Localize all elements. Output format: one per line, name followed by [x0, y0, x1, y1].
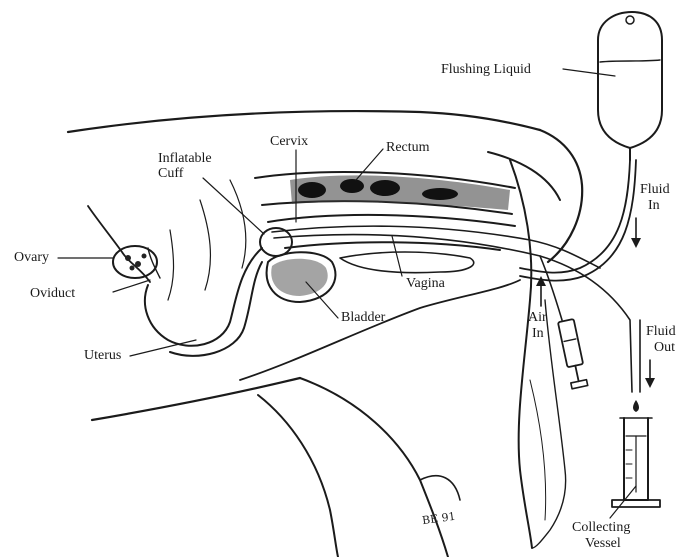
leader-flushing	[563, 69, 615, 76]
label-fluid-in: Fluid	[640, 182, 670, 197]
drip-drop	[633, 400, 639, 412]
rump-outline	[540, 130, 582, 262]
leader-rectum	[356, 149, 383, 180]
back-outline	[68, 111, 540, 132]
syringe	[558, 319, 588, 389]
label-uterus: Uterus	[84, 348, 121, 363]
inner-contour-1	[200, 200, 210, 290]
fluid-out-arrowhead	[645, 378, 655, 388]
label-fluid-out: Fluid	[646, 324, 676, 339]
uterus-horn-inner	[170, 262, 262, 356]
bag-fluid-level	[600, 60, 660, 62]
pelvic-region	[340, 252, 474, 273]
hind-leg-back	[300, 378, 448, 557]
label-cervix: Cervix	[270, 134, 308, 149]
vessel-graduations	[626, 450, 632, 478]
oviduct-line	[88, 206, 150, 282]
flank-outline	[240, 280, 520, 380]
bladder-shade	[271, 259, 327, 296]
label-ovary: Ovary	[14, 250, 49, 265]
label-vagina: Vagina	[406, 276, 445, 291]
label-vessel: Vessel	[585, 536, 621, 551]
vagina-upper	[268, 215, 515, 226]
catheter-tube-1	[272, 226, 600, 268]
label-inflatable: Inflatable	[158, 151, 212, 166]
uterus-horn	[145, 248, 262, 346]
fluid-in-arrowhead	[631, 238, 641, 248]
leader-uterus	[130, 340, 196, 356]
tail-front	[510, 160, 532, 548]
label-fluid-out-2: Out	[654, 340, 675, 355]
bag-hanger	[626, 16, 634, 24]
belly-outline	[92, 378, 300, 420]
inner-contour-2	[230, 180, 246, 268]
flushing-bag	[598, 12, 662, 148]
label-flushing-liquid: Flushing Liquid	[441, 62, 531, 77]
leader-oviduct	[113, 280, 150, 292]
label-oviduct: Oviduct	[30, 286, 75, 301]
air-in-arrowhead	[536, 276, 546, 286]
label-fluid-in-2: In	[648, 198, 660, 213]
label-air-in: In	[532, 326, 544, 341]
label-rectum: Rectum	[386, 140, 430, 155]
hind-leg-front	[258, 395, 338, 557]
ovary-texture	[125, 254, 147, 271]
inner-contour-3	[168, 230, 174, 300]
vagina-lower	[285, 242, 500, 250]
label-collecting: Collecting	[572, 520, 630, 535]
ovary-shape	[113, 246, 157, 278]
label-bladder: Bladder	[341, 310, 385, 325]
label-cuff: Cuff	[158, 166, 183, 181]
label-air: Air	[528, 310, 547, 325]
tail-hair-2	[530, 380, 546, 520]
